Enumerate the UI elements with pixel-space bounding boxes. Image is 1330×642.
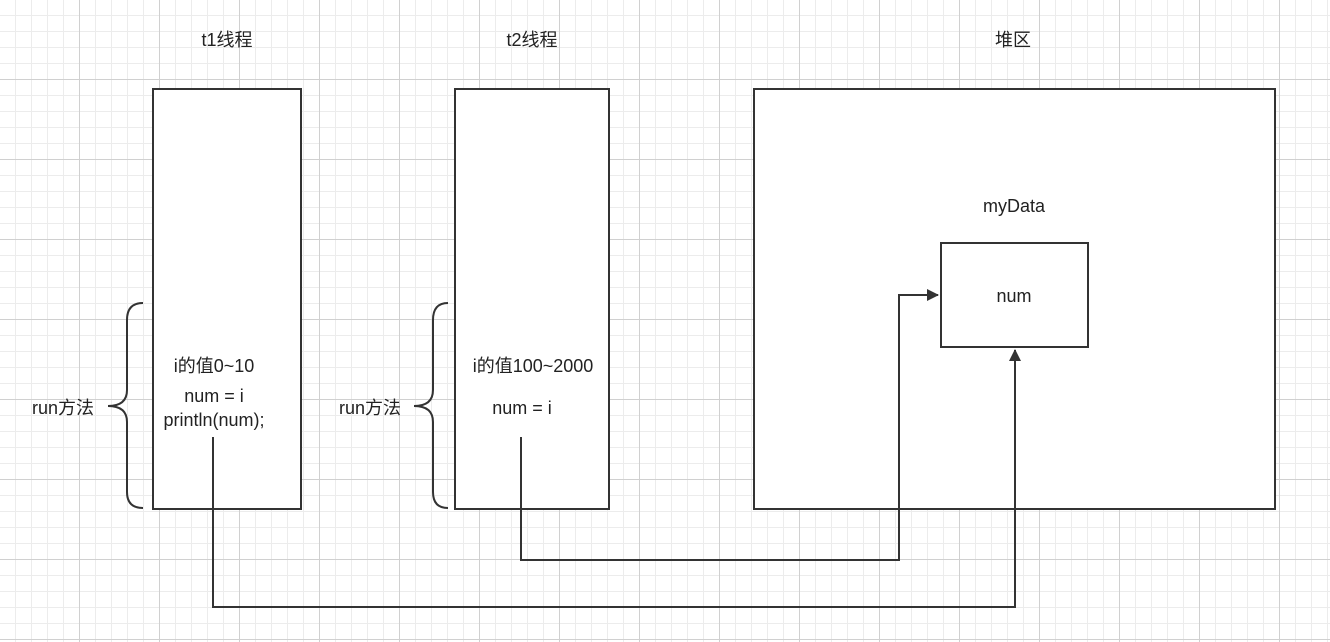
t1-thread-box [152, 88, 302, 510]
t2-assign-statement: num = i [492, 398, 552, 418]
t1-i-range: i的值0~10 [173, 356, 255, 376]
t1-assign-statement: num = i [184, 386, 244, 406]
mydata-object-box [940, 242, 1089, 348]
t2-i-range: i的值100~2000 [472, 356, 594, 376]
t1-run-method-label: run方法 [32, 398, 95, 418]
t1-thread-title: t1线程 [201, 30, 253, 50]
mydata-label: myData [982, 196, 1046, 216]
t2-run-brace [413, 302, 449, 509]
t2-thread-box [454, 88, 610, 510]
t2-run-method-label: run方法 [339, 398, 402, 418]
t1-to-num-connector [212, 349, 1021, 608]
heap-title: 堆区 [995, 30, 1031, 50]
t2-to-num-connector [520, 289, 939, 561]
t1-println-statement: println(num); [163, 410, 265, 430]
t1-run-brace [107, 302, 144, 509]
num-field-label: num [996, 286, 1032, 306]
t2-thread-title: t2线程 [506, 30, 558, 50]
